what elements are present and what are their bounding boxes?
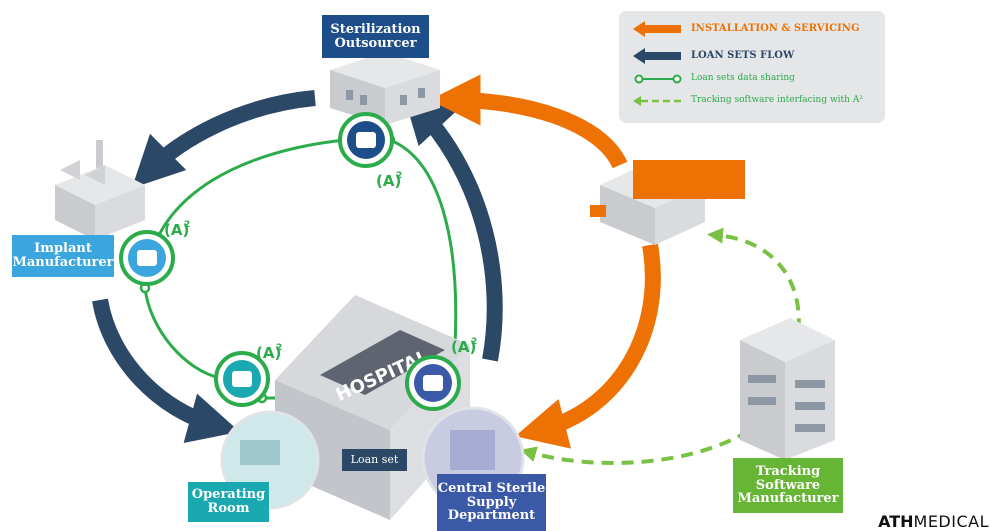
installation-servicing-arrows xyxy=(429,74,661,449)
loan-set-label: Loan set xyxy=(342,449,407,471)
a2-badge-label: (A) xyxy=(376,172,401,190)
a2-badge-csd: (A)2 xyxy=(405,337,477,411)
a2-badge-sup: 2 xyxy=(471,337,477,347)
device-icon xyxy=(356,132,376,148)
a2-badge-label: (A) xyxy=(451,338,476,356)
a2-badge-operating: (A)2 xyxy=(214,343,282,407)
ath-medical-logo: ATHMEDICAL xyxy=(878,512,989,531)
a2-badge-sup: 2 xyxy=(184,220,190,230)
orange-arrow-icon xyxy=(633,21,681,37)
legend: INSTALLATION & SERVICING LOAN SETS FLOW … xyxy=(619,11,885,123)
green-dashed-arrow-icon xyxy=(633,96,681,106)
a2-badge-implant: (A)2 xyxy=(119,220,190,286)
a2-badge-sup: 2 xyxy=(396,171,402,181)
a2-badge-sup: 2 xyxy=(276,343,282,353)
installer-label-box xyxy=(633,160,745,199)
navy-arrow-icon xyxy=(633,48,681,64)
device-icon xyxy=(423,375,443,391)
a2-badge-label: (A) xyxy=(256,344,281,362)
device-icon xyxy=(137,250,157,266)
tracking-building xyxy=(740,318,835,460)
device-icon xyxy=(232,371,252,387)
sterilization-building xyxy=(330,52,440,125)
a2-badge-label: (A) xyxy=(164,221,189,239)
implant-factory xyxy=(55,140,145,240)
green-link-icon xyxy=(634,74,682,84)
a2-badge-sterilization: (A)2 xyxy=(338,112,402,190)
